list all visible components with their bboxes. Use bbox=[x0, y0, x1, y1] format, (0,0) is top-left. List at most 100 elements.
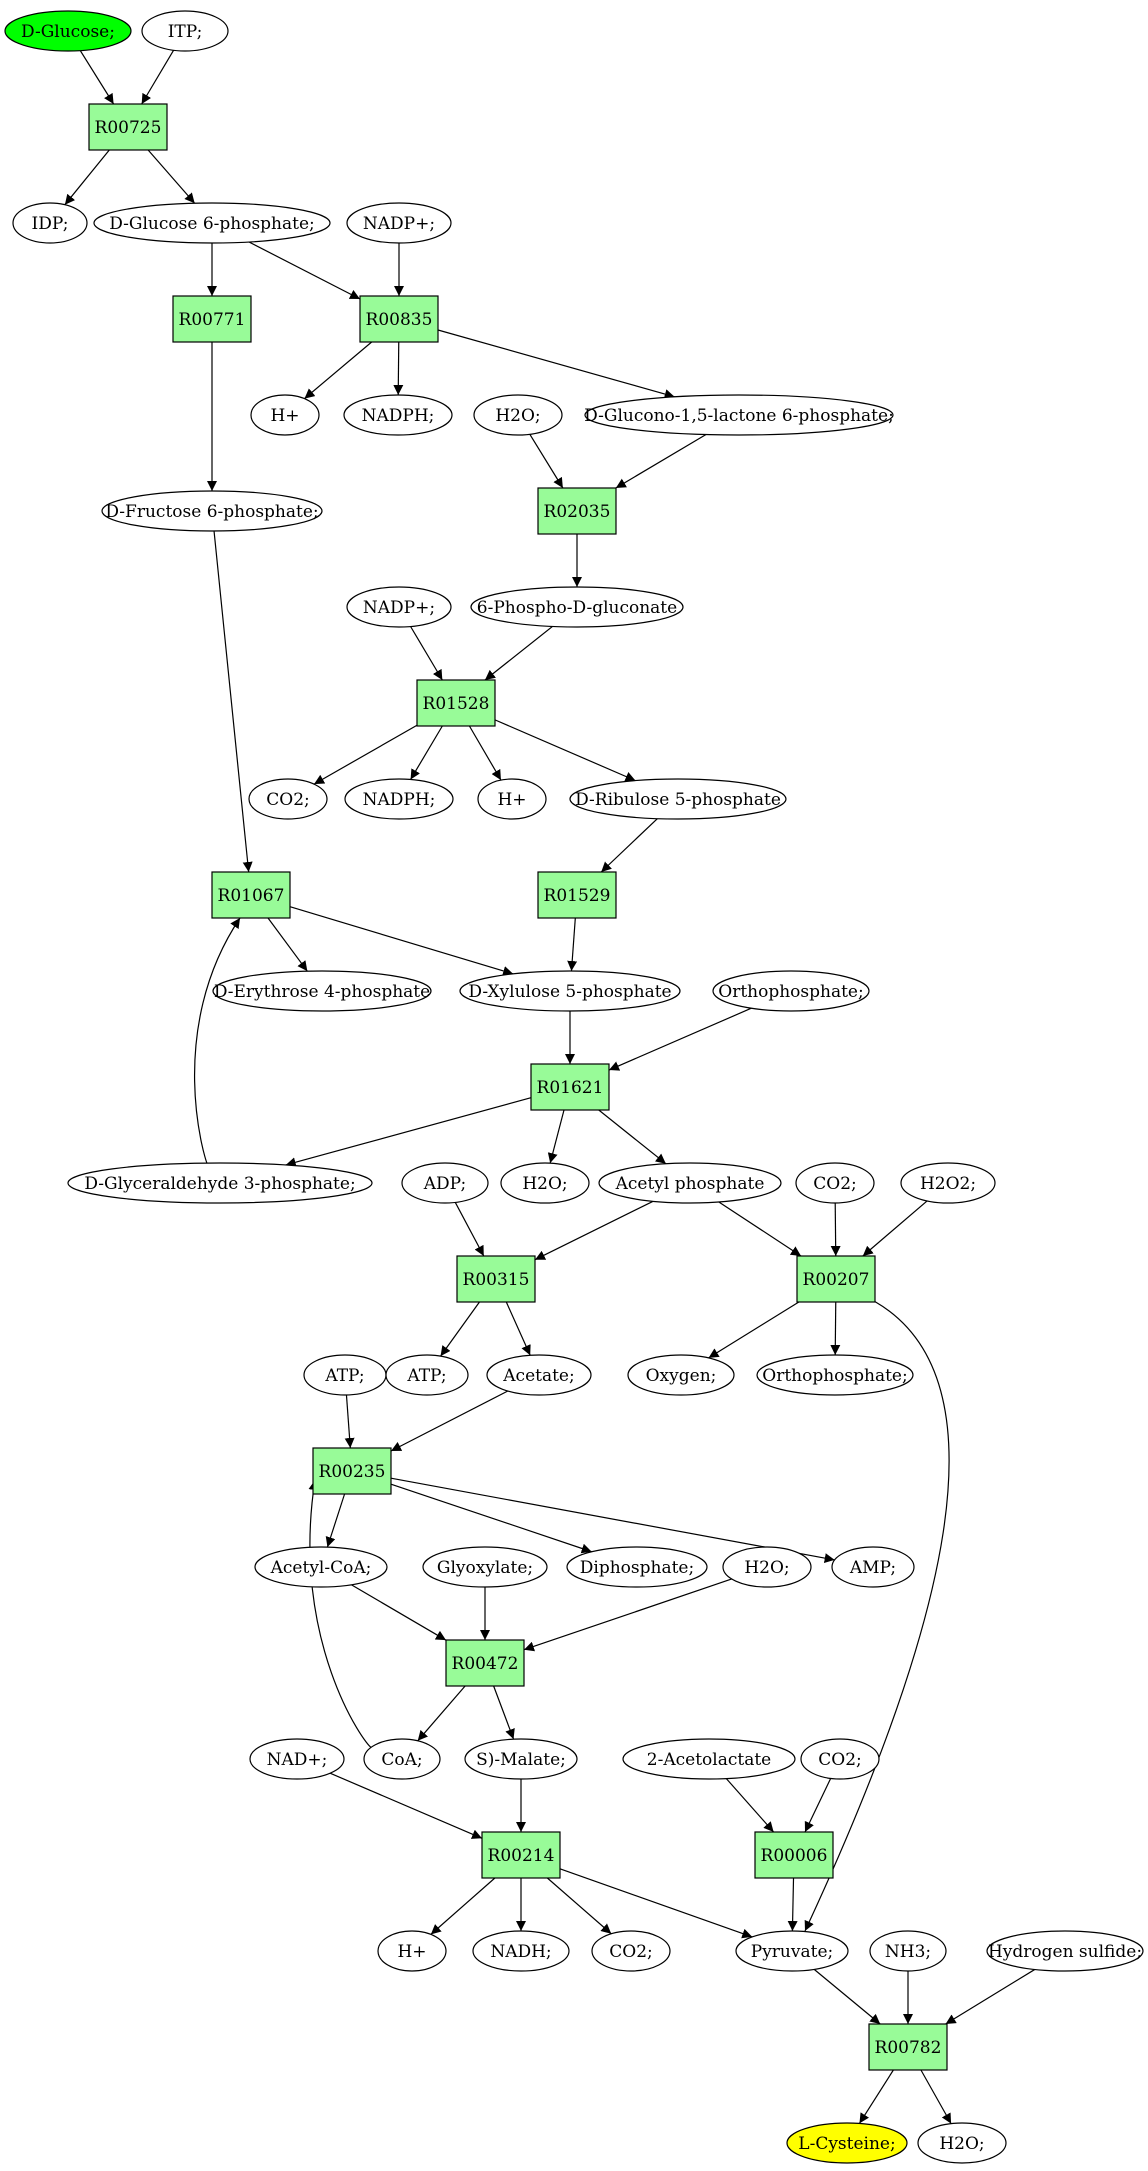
edge-m_co2b-to-r_R00207 bbox=[830, 1202, 841, 1257]
metabolite-ellipse bbox=[795, 1162, 875, 1204]
metabolite-ellipse bbox=[212, 970, 432, 1012]
node-label: ADP; bbox=[423, 1174, 466, 1194]
edge-m_acl-to-r_R00006 bbox=[725, 1778, 775, 1833]
node-label: Oxygen; bbox=[646, 1366, 717, 1386]
metabolite-ellipse bbox=[477, 778, 547, 820]
edge-r_R00006-to-m_pyr bbox=[787, 1877, 798, 1932]
metabolite-node-m_co2c: CO2; bbox=[800, 1738, 880, 1780]
metabolite-node-m_pi1: Orthophosphate; bbox=[712, 970, 870, 1012]
node-label: IDP; bbox=[32, 214, 69, 234]
edge-r_R00315-to-m_atp2 bbox=[440, 1301, 480, 1357]
edge-r_R00214-to-m_co2d bbox=[546, 1877, 612, 1935]
edge-m_g6p-to-r_R00835 bbox=[248, 241, 361, 300]
node-label: R01621 bbox=[537, 1078, 604, 1098]
edge-r_R00235-to-m_accoa bbox=[325, 1493, 346, 1548]
metabolite-ellipse bbox=[93, 202, 331, 244]
metabolite-ellipse bbox=[473, 394, 563, 436]
edge-m_adp-to-r_R00315 bbox=[454, 1202, 485, 1257]
edge-m_ru5p-to-r_R01529 bbox=[600, 818, 658, 873]
edge-m_glucose-to-r_R00725 bbox=[79, 50, 115, 105]
metabolite-node-m_h2o2: H2O; bbox=[500, 1162, 590, 1204]
node-label: AMP; bbox=[849, 1558, 896, 1578]
metabolite-ellipse bbox=[591, 1930, 671, 1972]
node-label: Glyoxylate; bbox=[437, 1558, 533, 1578]
metabolite-ellipse bbox=[472, 1930, 570, 1972]
edge-r_R00835-to-m_nadph1 bbox=[393, 341, 404, 396]
metabolite-ellipse bbox=[343, 394, 453, 436]
node-label: CO2; bbox=[266, 790, 310, 810]
node-label: R00214 bbox=[488, 1846, 555, 1866]
node-label: D-Erythrose 4-phosphate bbox=[214, 982, 430, 1002]
reaction-box bbox=[416, 679, 496, 727]
node-label: CO2; bbox=[609, 1942, 653, 1962]
node-label: NADP+; bbox=[363, 598, 435, 618]
edge-r_R01528-to-m_co2a bbox=[313, 724, 418, 785]
edge-r_R00214-to-m_pyr bbox=[559, 1868, 753, 1939]
node-label: R00771 bbox=[179, 310, 246, 330]
node-label: Orthophosphate; bbox=[762, 1366, 907, 1386]
reaction-box bbox=[456, 1255, 536, 1303]
edge-m_pyr-to-r_R00782 bbox=[813, 1968, 881, 2025]
node-label: Diphosphate; bbox=[580, 1558, 694, 1578]
edge-r_R01528-to-m_h2 bbox=[468, 725, 502, 781]
metabolite-ellipse bbox=[459, 970, 681, 1012]
metabolite-node-m_h1: H+ bbox=[250, 394, 320, 436]
metabolite-ellipse bbox=[346, 202, 452, 244]
edge-r_R01067-to-m_xu5p bbox=[289, 906, 514, 976]
metabolite-node-m_nadp2: NADP+; bbox=[346, 586, 452, 628]
node-label: 6-Phospho-D-gluconate bbox=[477, 598, 677, 618]
edge-m_nadp2-to-r_R01528 bbox=[410, 626, 443, 681]
edge-r_R00835-to-m_h1 bbox=[304, 341, 373, 400]
metabolite-node-m_glucose: D-Glucose; bbox=[4, 10, 132, 52]
reaction-node-r_R02035: R02035 bbox=[537, 487, 617, 535]
metabolite-ellipse bbox=[67, 1162, 373, 1204]
metabolite-ellipse bbox=[786, 2122, 908, 2164]
metabolite-node-m_h3: H+ bbox=[377, 1930, 447, 1972]
node-label: D-Glyceraldehyde 3-phosphate; bbox=[84, 1174, 355, 1194]
metabolite-node-m_f6p: D-Fructose 6-phosphate; bbox=[101, 490, 323, 532]
node-label: D-Glucose; bbox=[21, 22, 115, 42]
edge-m_acp-to-r_R00315 bbox=[534, 1200, 654, 1261]
metabolite-node-m_nadp1: NADP+; bbox=[346, 202, 452, 244]
metabolite-node-m_itp: ITP; bbox=[141, 10, 229, 52]
reaction-node-r_R00725: R00725 bbox=[88, 103, 168, 151]
edge-r_R01621-to-m_h2o2 bbox=[547, 1109, 565, 1164]
reaction-box bbox=[445, 1639, 525, 1687]
node-label: R00006 bbox=[761, 1846, 828, 1866]
reaction-box bbox=[312, 1447, 392, 1495]
node-label: H2O; bbox=[939, 2134, 984, 2154]
metabolite-node-m_amp: AMP; bbox=[831, 1546, 915, 1588]
metabolite-node-m_nad: NAD+; bbox=[249, 1738, 345, 1780]
node-label: CO2; bbox=[818, 1750, 862, 1770]
metabolite-node-m_cys: L-Cysteine; bbox=[786, 2122, 908, 2164]
reaction-box bbox=[359, 295, 439, 343]
metabolite-node-m_co2a: CO2; bbox=[248, 778, 328, 820]
edge-m_nad-to-r_R00214 bbox=[329, 1772, 483, 1839]
metabolite-node-m_atp1: ATP; bbox=[303, 1354, 387, 1396]
metabolite-ellipse bbox=[422, 1546, 548, 1588]
node-label: R00235 bbox=[319, 1462, 386, 1482]
edge-r_R00782-to-m_cys bbox=[858, 2069, 894, 2124]
node-label: Hydrogen sulfide; bbox=[988, 1942, 1142, 1962]
edge-r_R00207-to-m_oxygen bbox=[708, 1301, 800, 1359]
edge-r_R00782-to-m_h2o4 bbox=[920, 2069, 952, 2124]
node-label: H+ bbox=[270, 406, 299, 426]
metabolite-node-m_ru5p: D-Ribulose 5-phosphate bbox=[569, 778, 787, 820]
edge-m_acetate-to-r_R00235 bbox=[390, 1390, 509, 1452]
metabolite-ellipse bbox=[363, 1738, 441, 1780]
node-label: H2O; bbox=[744, 1558, 789, 1578]
node-label: L-Cysteine; bbox=[798, 2134, 895, 2154]
node-label: R00782 bbox=[875, 2038, 942, 2058]
node-label: H2O2; bbox=[920, 1174, 976, 1194]
node-label: D-Fructose 6-phosphate; bbox=[105, 502, 318, 522]
reaction-box bbox=[481, 1831, 561, 1879]
node-label: Acetate; bbox=[502, 1366, 574, 1386]
metabolite-node-m_h2s: Hydrogen sulfide; bbox=[986, 1930, 1144, 1972]
node-label: R01528 bbox=[423, 694, 490, 714]
node-label: R01529 bbox=[544, 886, 611, 906]
metabolite-node-m_g3p: D-Glyceraldehyde 3-phosphate; bbox=[67, 1162, 373, 1204]
reaction-node-r_R00207: R00207 bbox=[796, 1255, 876, 1303]
node-label: NH3; bbox=[885, 1942, 931, 1962]
reaction-node-r_R00315: R00315 bbox=[456, 1255, 536, 1303]
node-label: Acetyl phosphate bbox=[615, 1174, 765, 1194]
